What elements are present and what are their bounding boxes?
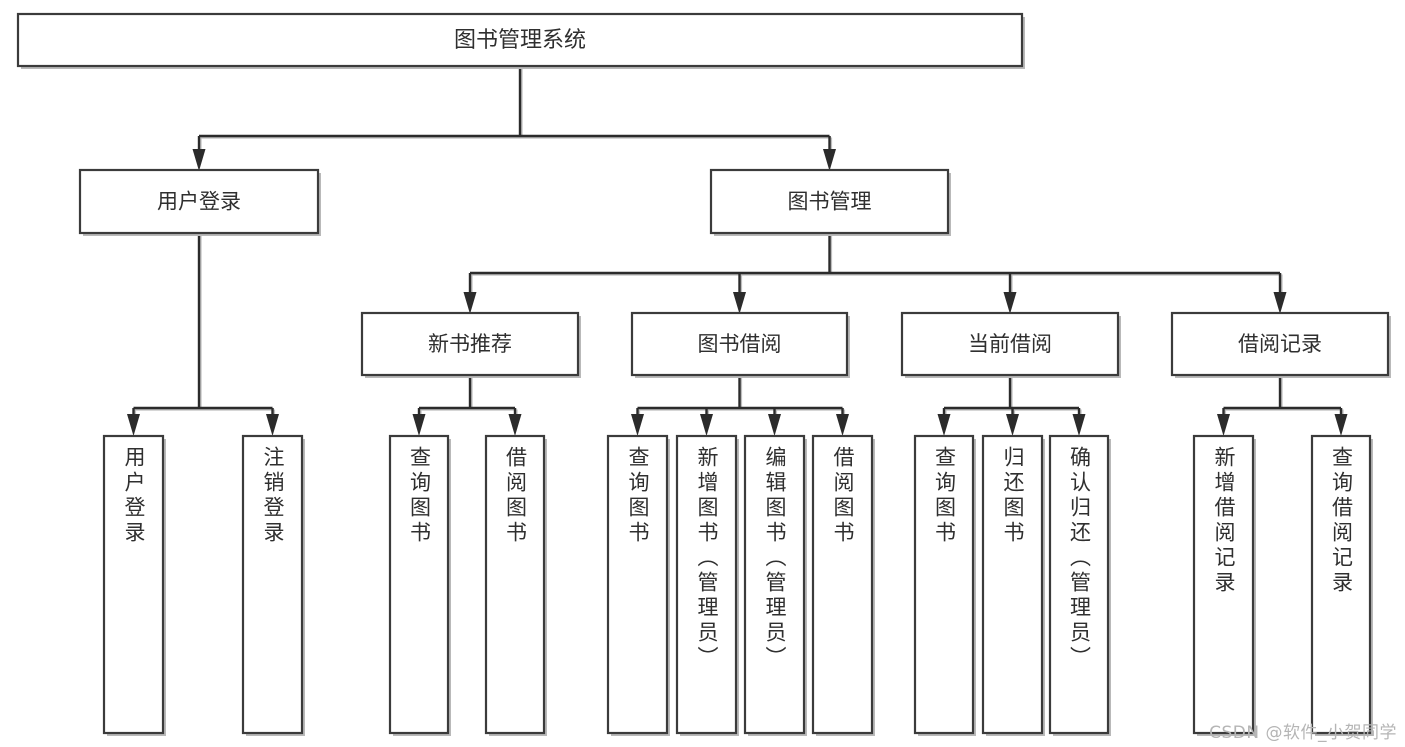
- node-leaf-13[interactable]: [1310, 434, 1373, 736]
- node-rect[interactable]: [811, 434, 874, 735]
- node-leaf-4[interactable]: [484, 434, 547, 736]
- node-rect[interactable]: [709, 168, 950, 235]
- node-rect[interactable]: [1310, 434, 1372, 735]
- node-rect[interactable]: [102, 434, 165, 735]
- node-rect[interactable]: [913, 434, 975, 735]
- node-leaf-9[interactable]: [913, 434, 976, 736]
- node-label-图书管理系统: 图书管理系统: [454, 28, 586, 53]
- arrow-head-icon: [266, 414, 279, 436]
- arrow-head-icon: [1217, 414, 1230, 436]
- node-rect[interactable]: [1192, 434, 1255, 735]
- node-rect[interactable]: [606, 434, 669, 735]
- node-boxes-layer: [16, 12, 1391, 736]
- arrow-head-icon: [1003, 292, 1017, 314]
- node-label-图书借阅: 图书借阅: [698, 332, 782, 356]
- node-level3-2[interactable]: [630, 311, 850, 378]
- node-label-借阅记录: 借阅记录: [1238, 332, 1322, 356]
- node-leaf-3[interactable]: [388, 434, 451, 736]
- arrow-head-icon: [508, 414, 522, 436]
- node-rect[interactable]: [484, 434, 546, 735]
- node-leaf-1[interactable]: [102, 434, 166, 736]
- node-level3-4[interactable]: [1170, 311, 1391, 378]
- node-leaf-7[interactable]: [743, 434, 807, 736]
- node-level3-1[interactable]: [360, 311, 581, 378]
- node-root-1[interactable]: [16, 12, 1025, 69]
- node-leaf-11[interactable]: [1048, 434, 1111, 736]
- node-rect[interactable]: [241, 434, 304, 735]
- node-rect[interactable]: [360, 311, 580, 377]
- arrow-head-icon: [1273, 292, 1287, 314]
- node-rect[interactable]: [1048, 434, 1110, 735]
- connectors-layer: [127, 66, 1348, 436]
- node-label-新书推荐: 新书推荐: [428, 332, 512, 356]
- node-level3-3[interactable]: [900, 311, 1121, 378]
- arrow-head-icon: [1072, 414, 1086, 436]
- node-leaf-12[interactable]: [1192, 434, 1256, 736]
- arrow-head-icon: [700, 414, 713, 436]
- node-rect[interactable]: [388, 434, 450, 735]
- arrow-head-icon: [733, 292, 746, 314]
- node-rect[interactable]: [981, 434, 1044, 735]
- node-rect[interactable]: [78, 168, 320, 235]
- node-rect[interactable]: [630, 311, 849, 377]
- node-leaf-10[interactable]: [981, 434, 1045, 736]
- node-leaf-8[interactable]: [811, 434, 875, 736]
- node-rect[interactable]: [743, 434, 806, 735]
- arrow-head-icon: [768, 414, 781, 436]
- node-leaf-5[interactable]: [606, 434, 670, 736]
- arrow-head-icon: [631, 414, 644, 436]
- node-rect[interactable]: [1170, 311, 1390, 377]
- node-label-当前借阅: 当前借阅: [968, 332, 1052, 356]
- node-level2-1[interactable]: [78, 168, 321, 236]
- arrow-head-icon: [836, 414, 849, 436]
- node-label-用户登录: 用户登录: [157, 190, 241, 214]
- arrow-head-icon: [1006, 414, 1019, 436]
- node-leaf-6[interactable]: [675, 434, 739, 736]
- node-label-图书管理: 图书管理: [788, 190, 872, 214]
- node-rect[interactable]: [675, 434, 738, 735]
- arrow-head-icon: [192, 149, 206, 171]
- node-level2-2[interactable]: [709, 168, 951, 236]
- arrow-head-icon: [127, 414, 140, 436]
- node-leaf-2[interactable]: [241, 434, 305, 736]
- node-rect[interactable]: [16, 12, 1024, 68]
- arrow-head-icon: [1334, 414, 1348, 436]
- arrow-head-icon: [937, 414, 951, 436]
- arrow-head-icon: [463, 292, 477, 314]
- arrow-head-icon: [823, 149, 836, 171]
- csdn-watermark: CSDN @软件_小贺同学: [1209, 723, 1397, 743]
- node-rect[interactable]: [900, 311, 1120, 377]
- arrow-head-icon: [412, 414, 426, 436]
